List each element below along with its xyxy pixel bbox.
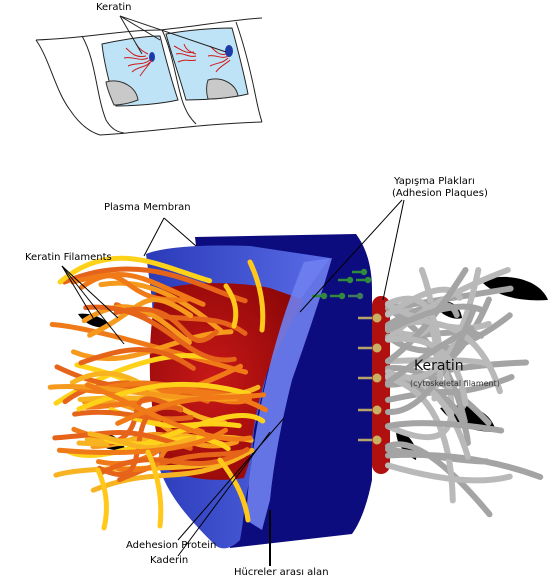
plaque-knob bbox=[358, 313, 382, 323]
keratin-right-label: Keratin bbox=[414, 358, 464, 374]
plaque-knob bbox=[358, 343, 382, 353]
cadherin-protein bbox=[312, 292, 328, 300]
plaque-knob bbox=[358, 405, 382, 415]
cadherin-proteins bbox=[312, 268, 382, 445]
plaque-knob bbox=[358, 373, 382, 383]
epithelial-cells-inset bbox=[35, 15, 263, 136]
keratin-squiggles bbox=[123, 43, 231, 77]
adhesion-plaques-en-label: (Adhesion Plaques) bbox=[392, 188, 488, 199]
leader-lines bbox=[61, 199, 405, 566]
cadherin-protein bbox=[338, 276, 354, 284]
cadherin-protein bbox=[356, 276, 372, 284]
adhesion-protein-label: Adehesion Protein bbox=[126, 540, 217, 551]
nucleus-icon bbox=[225, 45, 233, 57]
nucleus-icon bbox=[149, 52, 155, 62]
plaque-knob bbox=[358, 435, 382, 445]
cadherin-protein bbox=[352, 268, 368, 276]
keratin-filaments-left bbox=[47, 255, 268, 531]
adhesion-plaques-label: Yapışma Plakları bbox=[394, 176, 475, 187]
intercellular-space-label: Hücreler arası alan bbox=[234, 567, 329, 578]
keratin-filaments-right bbox=[385, 267, 548, 518]
cadherin-protein bbox=[330, 292, 346, 300]
keratin-top-label: Keratin bbox=[96, 2, 132, 13]
cadherin-protein bbox=[348, 292, 364, 300]
plasma-membrane-label: Plasma Membran bbox=[104, 202, 191, 213]
cadherin-label: Kaderin bbox=[150, 555, 189, 566]
keratin-filaments-label: Keratin Filaments bbox=[25, 252, 112, 263]
keratin-right-sub-label: (cytoskeletal filament) bbox=[410, 379, 500, 388]
